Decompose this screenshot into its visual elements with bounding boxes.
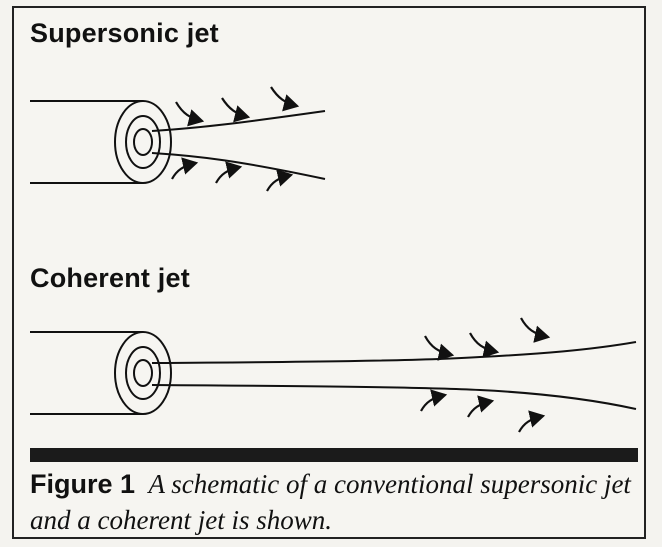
coherent-jet-stream (151, 341, 637, 410)
entrainment-arrow-icon (518, 410, 546, 433)
entrainment-arrow-icon (270, 86, 300, 112)
supersonic-entrainment-arrows (171, 86, 300, 192)
entrainment-arrow-icon (171, 157, 199, 180)
figure-caption: Figure 1 A schematic of a conventional s… (30, 466, 638, 538)
supersonic-nozzle-icon (30, 100, 172, 184)
entrainment-arrow-icon (175, 101, 205, 127)
entrainment-arrow-icon (424, 335, 455, 361)
entrainment-arrow-icon (221, 97, 251, 123)
supersonic-jet-heading: Supersonic jet (30, 18, 219, 48)
entrainment-arrow-icon (215, 161, 243, 184)
entrainment-arrow-icon (266, 169, 294, 192)
entrainment-arrow-icon (420, 389, 448, 412)
figure-label: Figure 1 (30, 469, 136, 499)
coherent-entrainment-arrows (420, 317, 551, 433)
supersonic-jet-stream (151, 110, 326, 180)
figure-caption-text: A schematic of a conventional supersonic… (30, 469, 631, 535)
entrainment-arrow-icon (520, 317, 551, 343)
coherent-nozzle-icon (30, 331, 172, 415)
entrainment-arrow-icon (467, 395, 495, 418)
coherent-jet-heading: Coherent jet (30, 263, 190, 293)
entrainment-arrow-icon (469, 332, 500, 358)
caption-divider-bar (30, 448, 638, 462)
